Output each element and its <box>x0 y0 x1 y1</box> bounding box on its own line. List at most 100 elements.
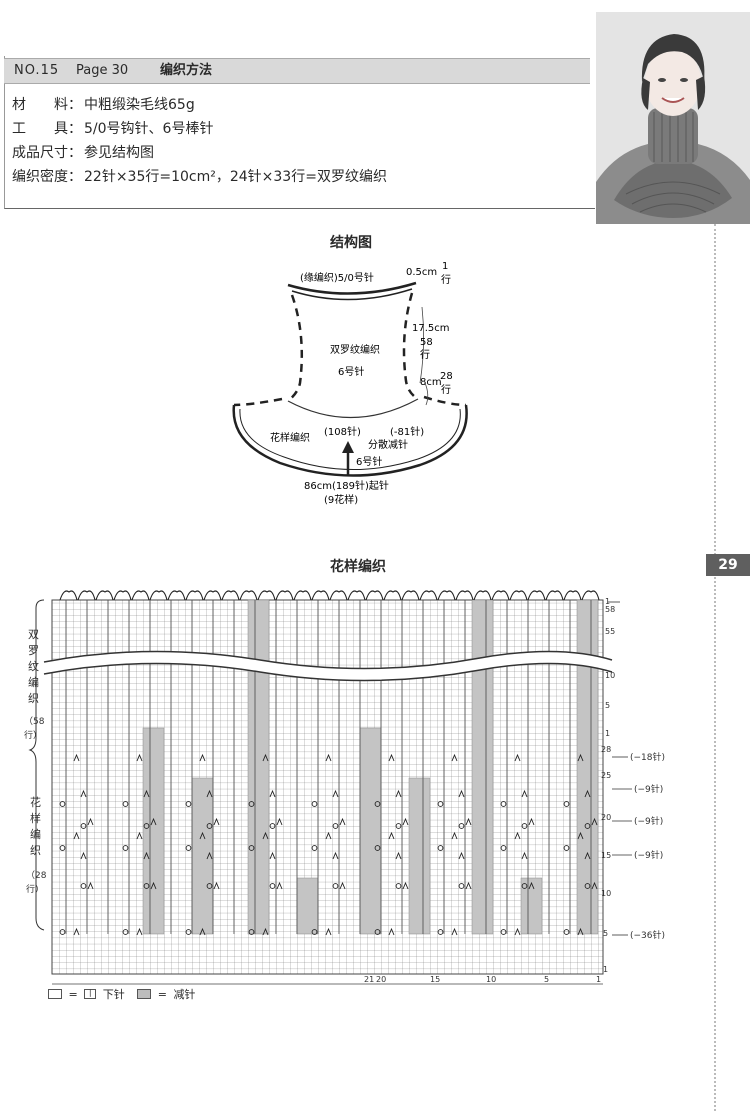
crochet-scallop <box>311 590 330 601</box>
col-number: 10 <box>486 975 496 984</box>
info-value: 中粗缎染毛线65g <box>84 97 195 113</box>
cape-outer-inner-line <box>239 408 461 470</box>
diagram-title: 结构图 <box>330 235 372 251</box>
info-key: 成品尺寸： <box>12 145 82 161</box>
yarn-over-symbol <box>374 929 381 935</box>
edge-cm: 0.5cm <box>406 267 437 278</box>
yarn-over-symbol <box>584 883 591 889</box>
decrease-symbol <box>199 753 206 762</box>
decrease-symbol <box>332 851 339 860</box>
decrease-symbol <box>395 851 402 860</box>
crochet-scallop <box>59 590 78 601</box>
knit-cell-swatch <box>48 989 62 999</box>
crochet-scallop <box>545 590 564 601</box>
crochet-scallop <box>491 590 510 601</box>
yarn-over-symbol <box>185 845 192 851</box>
decrease-symbol <box>388 753 395 762</box>
yarn-over-symbol <box>206 823 213 829</box>
decrease-symbol <box>276 881 283 890</box>
yarn-over-symbol <box>59 801 66 807</box>
decrease-symbol <box>514 753 521 762</box>
decrease-symbol <box>451 927 458 936</box>
crochet-scallop <box>95 590 114 601</box>
rib-rows: 58 <box>420 337 433 348</box>
yarn-over-symbol <box>563 801 570 807</box>
cape-outer-outline <box>232 404 468 477</box>
crochet-scallop <box>437 590 456 601</box>
yarn-over-symbol <box>80 823 87 829</box>
decrease-symbol <box>591 817 598 826</box>
pattern-stitches: (108针) <box>324 425 361 438</box>
decrease-symbol <box>206 851 213 860</box>
decrease-symbol <box>87 881 94 890</box>
yarn-over-symbol <box>584 823 591 829</box>
cape-left-dashed <box>233 397 283 407</box>
decrease-symbol <box>465 817 472 826</box>
crochet-scallop <box>113 590 132 601</box>
yarn-over-symbol <box>374 845 381 851</box>
decrease-column <box>471 599 494 935</box>
yarn-over-symbol <box>80 883 87 889</box>
row-number: 15 <box>601 851 611 860</box>
crochet-scallop <box>329 590 348 601</box>
yarn-over-symbol <box>206 883 213 889</box>
yarn-over-symbol <box>269 823 276 829</box>
pattern-info-box <box>4 56 595 209</box>
decrease-symbol <box>80 851 87 860</box>
yarn-over-symbol <box>59 845 66 851</box>
yarn-over-symbol <box>311 929 318 935</box>
decrease-symbol <box>528 881 535 890</box>
margin-dotted-rule <box>714 224 718 1111</box>
decrease-symbol <box>388 927 395 936</box>
decrease-symbol <box>80 789 87 798</box>
decrease-symbol <box>73 753 80 762</box>
info-value: 参见结构图 <box>84 145 154 161</box>
decrease-note: (−36针) <box>630 929 665 941</box>
crochet-scallop <box>527 590 546 601</box>
crochet-scallop <box>77 590 96 601</box>
stitch-symbols <box>59 753 598 936</box>
decrease-symbol <box>577 753 584 762</box>
decrease-symbol <box>143 851 150 860</box>
crochet-scallop <box>455 590 474 601</box>
decrease-symbol <box>451 753 458 762</box>
decrease-symbol <box>325 753 332 762</box>
dim-curve-pattern <box>424 382 429 406</box>
rib-label-char: 罗 <box>28 644 39 657</box>
yarn-over-symbol <box>563 845 570 851</box>
yarn-over-symbol <box>437 929 444 935</box>
decrease-note: (−9针) <box>634 849 663 861</box>
yarn-over-symbol <box>500 929 507 935</box>
decrease-column <box>191 777 214 935</box>
yarn-over-symbol <box>521 823 528 829</box>
decrease-symbol <box>73 927 80 936</box>
yarn-over-symbol <box>122 929 129 935</box>
decrease-symbol <box>136 831 143 840</box>
decrease-symbol <box>136 753 143 762</box>
neck-edge-inner <box>291 288 413 301</box>
col-number: 20 <box>376 975 386 984</box>
crochet-edge <box>59 590 600 601</box>
crochet-scallop <box>383 590 402 601</box>
decrease-symbol <box>395 789 402 798</box>
method-heading: 编织方法 <box>160 63 213 78</box>
legend-knit-label: 下针 <box>102 988 125 1001</box>
crochet-scallop <box>257 590 276 601</box>
yarn-over-symbol <box>500 801 507 807</box>
column-numbers: 21 20 15 10 5 1 <box>364 975 601 984</box>
decrease-note: (−18针) <box>630 751 665 763</box>
cape-right-dashed <box>423 395 467 407</box>
row-number: 1 <box>605 729 610 738</box>
yarn-over-symbol <box>458 823 465 829</box>
rib-rows: （58 <box>24 716 45 727</box>
decrease-symbol <box>73 831 80 840</box>
yarn-over-symbol <box>500 845 507 851</box>
legend-decrease-label: 减针 <box>173 988 196 1001</box>
decrease-symbol <box>528 817 535 826</box>
decrease-symbol <box>150 817 157 826</box>
rib-label-char: 双 <box>28 628 39 641</box>
yarn-over-symbol <box>248 845 255 851</box>
row-number: 58 <box>605 605 615 614</box>
decrease-symbol <box>458 851 465 860</box>
page-reference: Page 30 <box>76 63 129 78</box>
